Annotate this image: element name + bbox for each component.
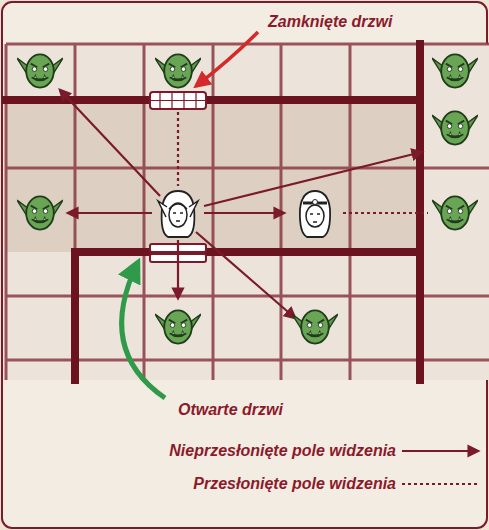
second-hero xyxy=(300,191,330,237)
legend-dotted-line xyxy=(402,483,480,485)
orc-tokens xyxy=(17,54,478,343)
elf-hero xyxy=(158,191,198,237)
closed-door xyxy=(150,92,206,109)
door-callout: Otwarte drzwi xyxy=(178,400,283,419)
door-callout: Zamknięte drzwi xyxy=(268,12,392,31)
legend-text: Przesłonięte pole widzenia xyxy=(193,474,396,493)
legend-text: Nieprzesłonięte pole widzenia xyxy=(169,441,396,460)
legend-solid-line xyxy=(402,450,478,452)
